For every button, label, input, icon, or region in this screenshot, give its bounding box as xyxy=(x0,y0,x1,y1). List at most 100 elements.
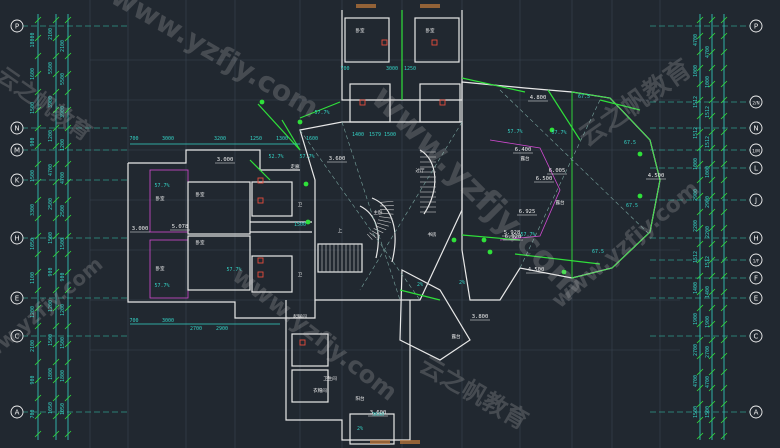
dim-right-tick xyxy=(696,80,704,88)
dim-right-tick xyxy=(720,288,728,296)
green-dot-9 xyxy=(303,181,309,187)
dim-right-tick xyxy=(708,400,716,408)
dim-right-text-b: 1512 xyxy=(705,106,711,118)
dim-right-tick xyxy=(720,96,728,104)
room-label: 起居间 xyxy=(293,313,307,320)
dim-right-text-b: 4700 xyxy=(705,46,711,58)
room-label: 卧室 xyxy=(156,265,165,272)
dim-left-tick xyxy=(34,340,42,348)
hatch-marker-1 xyxy=(420,4,440,8)
dim-left-tick xyxy=(52,286,60,294)
toilet-s-1 xyxy=(291,333,329,367)
room-label: 卧室 xyxy=(156,195,165,202)
level-text: 5.928 xyxy=(504,230,521,236)
red-marker-2 xyxy=(257,257,264,264)
dim-right-text-b: 1512 xyxy=(705,136,711,148)
level-text: 3.600 xyxy=(329,156,346,162)
south-block-wall xyxy=(285,300,411,441)
stair-tread xyxy=(367,233,373,240)
dim-left-tick xyxy=(52,214,60,222)
dim-left-inner-text: 1800 xyxy=(60,370,66,382)
dim-left-tick xyxy=(64,430,72,438)
dim-right-text-b: 1900 xyxy=(705,316,711,328)
axis-bubble-left-circle xyxy=(10,291,24,305)
stair-tread xyxy=(379,212,394,215)
dim-left-tick xyxy=(52,178,60,186)
dim-right-tick xyxy=(708,48,716,56)
dim-right-tick xyxy=(708,368,716,376)
central-hall xyxy=(299,121,463,301)
dim-left-tick xyxy=(34,34,42,42)
dim-left-tick xyxy=(52,16,60,24)
dim-right-tick xyxy=(720,176,728,184)
dim-right-tick xyxy=(720,240,728,248)
dim-right-tick xyxy=(708,272,716,280)
axis-bubble-right: H xyxy=(753,234,758,242)
dim-left-tick xyxy=(52,232,60,240)
bath-w-1 xyxy=(251,181,293,217)
dim-right-text-a: 1900 xyxy=(693,313,699,325)
dim-right-tick xyxy=(708,416,716,424)
green-line-8 xyxy=(249,159,271,181)
dim-right-tick xyxy=(696,64,704,72)
dim-left-mid-text: 3900 xyxy=(48,96,54,108)
dim-left-tick xyxy=(64,376,72,384)
dim-left-tick xyxy=(34,16,42,24)
left-dimension-chain: 1800016001500900150033001050110012002100… xyxy=(30,14,72,440)
level-text: 4.500 xyxy=(528,267,545,273)
dim-left-inner-text: 4700 xyxy=(60,172,66,184)
dim-top-text: 700 xyxy=(129,136,138,142)
dim-right-tick xyxy=(720,416,728,424)
dim-left-tick xyxy=(64,160,72,168)
dim-right-tick xyxy=(720,32,728,40)
dim-right-text-a: 1512 xyxy=(693,251,699,263)
dim-right-tick xyxy=(708,256,716,264)
dim-right-tick xyxy=(720,272,728,280)
dim-right-tick xyxy=(696,352,704,360)
dim-left-tick xyxy=(52,268,60,276)
red-marker-6 xyxy=(381,39,388,46)
level-text: 3.800 xyxy=(472,314,489,320)
dim-left-inner-text: 1200 xyxy=(60,139,66,151)
green-line-1 xyxy=(299,101,341,119)
red-marker-4 xyxy=(359,99,366,106)
dim-right-tick xyxy=(720,192,728,200)
red-marker-7 xyxy=(431,39,438,46)
axis-bubble-left: P xyxy=(15,22,19,30)
dim-right-tick xyxy=(696,304,704,312)
dim-left-tick xyxy=(64,142,72,150)
dim-right-tick xyxy=(696,144,704,152)
dim-right-text-b: 1000 xyxy=(705,76,711,88)
dim-right-tick xyxy=(696,384,704,392)
dim-right-tick xyxy=(720,304,728,312)
dim-right-tick xyxy=(720,432,728,440)
bath-n-1 xyxy=(344,17,390,63)
green-dot-10 xyxy=(305,219,311,225)
dim-right-text-a: 2200 xyxy=(693,220,699,232)
dim-right-tick xyxy=(696,128,704,136)
room-w-2 xyxy=(187,235,251,291)
axis-bubble-right-circle xyxy=(749,161,763,175)
axis-bubble-left-circle xyxy=(10,121,24,135)
level-text: 3.000 xyxy=(132,226,149,232)
axis-bubble-right-circle xyxy=(749,231,763,245)
dim-right-tick xyxy=(696,368,704,376)
dim-bottom-text: 3600 xyxy=(372,412,384,418)
dim-left-tick xyxy=(34,214,42,222)
stair-tread xyxy=(369,232,377,239)
dim-left-tick xyxy=(64,106,72,114)
dim-left-mid-text: 2100 xyxy=(48,28,54,40)
slope-text: 57.7% xyxy=(520,232,535,238)
dim-right-tick xyxy=(708,144,716,152)
dim-right-text-a: 2900 xyxy=(693,189,699,201)
dim-right-tick xyxy=(696,272,704,280)
dim-left-mid-text: 900 xyxy=(48,267,54,276)
roof-guide-3 xyxy=(519,99,601,269)
green-dot-6 xyxy=(451,237,457,243)
slope-text: 52.7% xyxy=(268,154,283,160)
green-line-3 xyxy=(547,89,581,141)
dim-right-text-a: 4700 xyxy=(693,375,699,387)
dim-right-tick xyxy=(708,320,716,328)
dim-top-text: 3000 xyxy=(386,66,398,72)
dim-left-outer-text: 1600 xyxy=(30,68,36,80)
